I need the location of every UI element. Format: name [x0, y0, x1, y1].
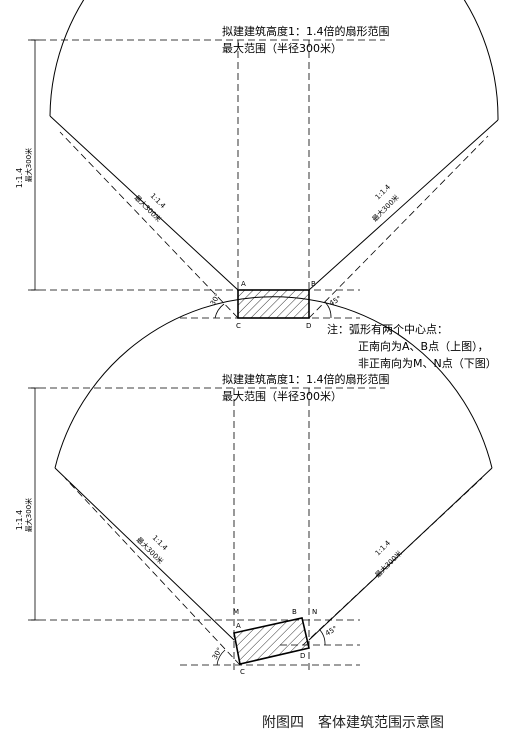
bottom-point-b: B: [292, 608, 297, 616]
top-vertical-ratio: 1:1.4: [15, 168, 24, 189]
bottom-angle-left: 30°: [211, 646, 224, 661]
top-diagram: [28, 0, 499, 319]
bottom-diagram: [28, 296, 493, 672]
bottom-point-d: D: [300, 652, 305, 660]
top-sector-right-side: [308, 119, 499, 291]
bottom-sector-arc: [54, 296, 493, 469]
bottom-building: [233, 617, 310, 665]
note-line3: 非正南向为M、N点（下图）: [358, 356, 497, 370]
top-point-a: A: [241, 280, 246, 288]
top-title-line1: 拟建建筑高度1：1.4倍的扇形范围: [222, 24, 390, 38]
bottom-right-ray-ratio: 1:1.4: [374, 539, 393, 558]
top-ray-right: [308, 135, 489, 319]
figure-caption: 附图四 客体建筑范围示意图: [262, 715, 444, 731]
bottom-angle-right: 45°: [324, 625, 339, 638]
bottom-point-a: A: [236, 622, 241, 630]
top-angle-arc-left: [214, 303, 225, 319]
top-building: [237, 289, 310, 319]
bottom-ray-left: [64, 477, 241, 666]
top-point-c: C: [236, 322, 241, 330]
top-point-d: D: [306, 322, 311, 330]
bottom-angle-arc-right: [319, 629, 326, 646]
note-line1: 注：弧形有两个中心点：: [327, 322, 448, 336]
bottom-ray-right: [302, 477, 483, 646]
top-ray-left: [59, 131, 239, 319]
top-vertical-max: 最大300米: [24, 148, 33, 182]
top-sector-arc: [49, 0, 499, 121]
bottom-sector-left-side: [54, 467, 235, 641]
note-block: 注：弧形有两个中心点： 正南向为A、B点（上图）， 非正南向为M、N点（下图）: [327, 322, 497, 370]
bottom-labels: 拟建建筑高度1：1.4倍的扇形范围 最大范围（半径300米） 1:1.4 最大3…: [15, 372, 404, 676]
bottom-point-n: N: [312, 608, 317, 616]
bottom-point-m: M: [233, 608, 239, 616]
bottom-vertical-ratio: 1:1.4: [15, 510, 24, 531]
top-title-line2: 最大范围（半径300米）: [222, 41, 342, 55]
bottom-vertical-max: 最大300米: [24, 498, 33, 532]
note-line2: 正南向为A、B点（上图），: [358, 339, 489, 353]
bottom-title-line1: 拟建建筑高度1：1.4倍的扇形范围: [222, 372, 390, 386]
bottom-point-c: C: [240, 668, 245, 676]
bottom-angle-arc-left: [216, 649, 226, 666]
top-sector-left-side: [49, 115, 239, 291]
bottom-title-line2: 最大范围（半径300米）: [222, 389, 342, 403]
top-point-b: B: [311, 280, 316, 288]
